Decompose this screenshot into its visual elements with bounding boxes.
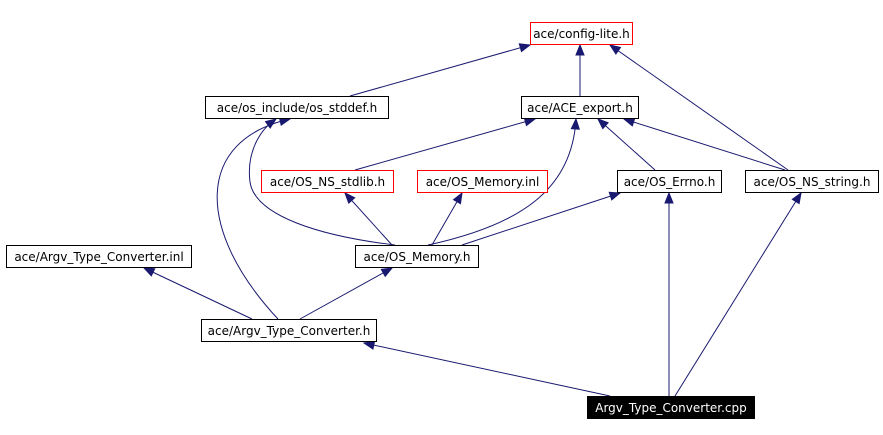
edge-arrowhead: [518, 43, 532, 53]
node-label-os-ns-stdlib: ace/OS_NS_stdlib.h: [270, 175, 385, 189]
edge-os-memory-to-ace-export: [427, 117, 580, 246]
edge-arrowhead: [380, 267, 394, 278]
edge-argv-h-to-argv-inl: [142, 267, 253, 320]
edge-os-ns-string-to-ace-export: [622, 117, 786, 171]
node-os-memory[interactable]: ace/OS_Memory.h: [355, 245, 479, 268]
nodes-layer: ace/config-lite.h ace/os_include/os_stdd…: [6, 22, 879, 419]
edge-ace-export-to-config-lite: [575, 43, 585, 96]
edge-line: [461, 192, 621, 246]
edge-argv-cpp-to-os-ns-string: [674, 191, 802, 397]
edge-line: [609, 44, 789, 171]
edge-line: [299, 267, 393, 320]
edge-os-memory-to-os-errno: [461, 191, 622, 246]
node-label-os-ns-string: ace/OS_NS_string.h: [754, 175, 871, 189]
edge-line: [349, 44, 531, 97]
edge-line: [623, 118, 786, 171]
edge-argv-cpp-to-os-errno: [664, 191, 674, 396]
edge-arrowhead: [608, 191, 622, 201]
edge-arrowhead: [622, 117, 636, 127]
node-label-config-lite: ace/config-lite.h: [533, 27, 630, 41]
node-os-memory-inl[interactable]: ace/OS_Memory.inl: [417, 170, 548, 193]
edge-os-ns-string-to-config-lite: [608, 44, 789, 171]
edge-arrowhead: [570, 117, 580, 130]
node-argv-h[interactable]: ace/Argv_Type_Converter.h: [201, 319, 377, 342]
edge-line: [363, 342, 611, 397]
node-label-argv-cpp: Argv_Type_Converter.cpp: [595, 401, 747, 415]
node-label-argv-inl: ace/Argv_Type_Converter.inl: [14, 250, 183, 264]
node-os-errno[interactable]: ace/OS_Errno.h: [617, 170, 722, 193]
edge-line: [597, 118, 656, 171]
node-label-os-memory: ace/OS_Memory.h: [364, 250, 471, 264]
node-label-os-memory-inl: ace/OS_Memory.inl: [426, 175, 540, 189]
node-argv-inl[interactable]: ace/Argv_Type_Converter.inl: [6, 245, 192, 268]
edge-line: [427, 118, 577, 246]
edge-line: [143, 267, 253, 320]
edge-arrowhead: [142, 267, 156, 277]
node-ace-export[interactable]: ace/ACE_export.h: [521, 96, 639, 119]
node-os-ns-stdlib[interactable]: ace/OS_NS_stdlib.h: [261, 170, 394, 193]
node-label-argv-h: ace/Argv_Type_Converter.h: [208, 324, 371, 338]
edge-arrowhead: [523, 117, 537, 127]
node-label-os-errno: ace/OS_Errno.h: [624, 175, 716, 189]
edge-os-memory-to-os-memory-inl: [431, 191, 463, 246]
edge-arrowhead: [575, 43, 585, 56]
node-label-os-stddef: ace/os_include/os_stddef.h: [217, 101, 377, 115]
edge-arrowhead: [344, 192, 356, 204]
node-config-lite[interactable]: ace/config-lite.h: [530, 22, 633, 45]
edge-os-errno-to-ace-export: [596, 118, 656, 171]
edge-line: [674, 192, 802, 397]
edge-argv-cpp-to-argv-h: [362, 340, 611, 397]
edge-line: [344, 192, 393, 246]
edge-arrowhead: [791, 191, 802, 205]
edge-os-memory-to-os-ns-stdlib: [344, 192, 393, 246]
node-os-stddef[interactable]: ace/os_include/os_stddef.h: [205, 96, 389, 119]
edge-arrowhead: [608, 44, 622, 55]
node-argv-cpp[interactable]: Argv_Type_Converter.cpp: [587, 396, 755, 419]
edge-line: [216, 118, 291, 320]
edge-arrowhead: [362, 340, 376, 350]
edge-argv-h-to-os-memory: [299, 267, 394, 320]
edge-line: [354, 118, 536, 171]
edge-os-ns-stdlib-to-ace-export: [354, 117, 537, 171]
node-os-ns-string[interactable]: ace/OS_NS_string.h: [745, 170, 879, 193]
edge-arrowhead: [664, 191, 674, 204]
edge-os-stddef-to-config-lite: [349, 43, 532, 97]
edge-line: [248, 118, 396, 246]
edge-arrowhead: [452, 191, 463, 205]
node-label-ace-export: ace/ACE_export.h: [527, 101, 633, 115]
edge-arrowhead: [596, 118, 609, 130]
